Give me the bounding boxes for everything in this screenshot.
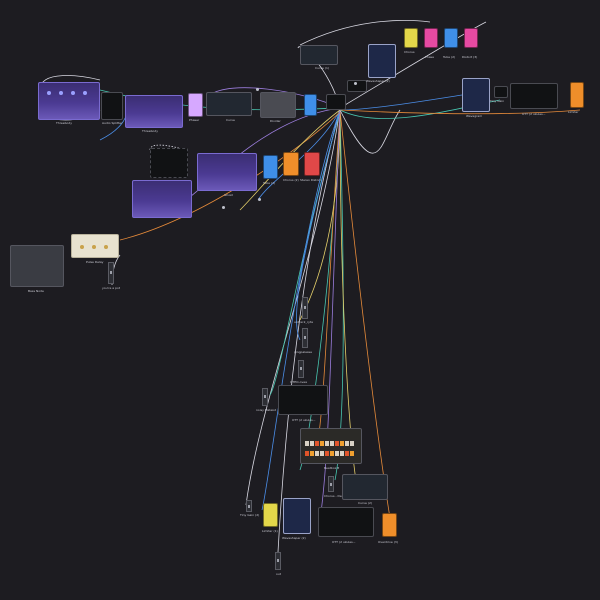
cable	[334, 111, 344, 481]
stereo-distortion-label: Stereo Distort	[300, 178, 321, 182]
overdrive-low-label: Overdrive (3)	[378, 540, 398, 544]
util-fader-3[interactable]	[298, 360, 304, 378]
overdrive-pedal-low[interactable]	[382, 513, 397, 537]
jack[interactable]	[256, 88, 259, 91]
phaser-pedal[interactable]	[188, 93, 203, 117]
ott-top-label: OTT (2 ukules...	[522, 112, 546, 116]
phase-pedal-top[interactable]	[424, 28, 438, 48]
tiny-gain-low-label: Tiny Gain (2)	[240, 513, 260, 517]
phaser-label: Phaser	[189, 118, 200, 122]
curve-module[interactable]	[206, 92, 252, 116]
curve-low-module[interactable]	[342, 474, 388, 500]
cable	[339, 94, 463, 111]
waveshaper-low-label: Waveshaper (2)	[282, 536, 306, 540]
noisy-fader[interactable]	[262, 388, 268, 406]
jack[interactable]	[354, 82, 357, 85]
blue-pedal-top[interactable]	[304, 94, 317, 116]
curve-top-label: Curve (1)	[315, 66, 330, 70]
beatbox-module[interactable]	[300, 428, 362, 464]
ott-mid-label: OTT (2 ukules...	[292, 418, 316, 422]
pot-label: you're a pot	[102, 286, 121, 290]
tube-top-label: Tube (2)	[443, 55, 456, 59]
chorus-low-label: Chorus - De...	[324, 494, 345, 498]
util-label-2: pingpalesse	[294, 350, 312, 354]
bass-node-module[interactable]	[10, 245, 64, 287]
wavegram-label: Wavegram	[466, 114, 483, 118]
threebody-label-1: Threebody	[56, 121, 73, 125]
limiter-low-label: Limiter (1)	[262, 529, 278, 533]
tiny-gain-label: Tiny Gain	[490, 99, 505, 103]
output-fader[interactable]	[275, 552, 281, 570]
tiny-gain-top[interactable]	[494, 86, 508, 98]
waveshaper-top[interactable]	[368, 44, 396, 78]
chorus-pedal-top[interactable]	[404, 28, 418, 48]
limiter-pedal-top[interactable]	[570, 82, 584, 108]
ott-mid-module[interactable]	[278, 385, 328, 415]
threebody-module-1[interactable]	[38, 82, 100, 120]
cable	[299, 109, 341, 321]
tiny-gain-low-fader[interactable]	[246, 500, 252, 512]
pulse-delay-module[interactable]	[71, 234, 119, 258]
phase-top-label: Phase	[425, 55, 434, 59]
ghost-module-2[interactable]	[132, 180, 192, 218]
chorus-top-label: Chorus	[404, 50, 415, 54]
beatbox-label: Beatbox 8	[324, 466, 340, 470]
ott-low-label: OTT (2 ukules...	[332, 540, 356, 544]
util-fader-2[interactable]	[302, 328, 308, 348]
divider-module[interactable]	[260, 92, 296, 118]
distortion-top-label: Distort (3)	[462, 55, 478, 59]
threebody-label-2: Threebody	[142, 129, 159, 133]
jack[interactable]	[222, 206, 225, 209]
cable	[339, 109, 401, 154]
output-label: out	[276, 572, 281, 576]
tube-pedal-top[interactable]	[444, 28, 458, 48]
waveshaper-top-label: Waveshaper (2)	[366, 79, 390, 83]
pot-fader[interactable]	[108, 262, 114, 284]
jack[interactable]	[258, 198, 261, 201]
curve-module-top[interactable]	[300, 45, 338, 65]
audio-splitter-module[interactable]	[101, 92, 123, 120]
waveshaper-low-module[interactable]	[283, 498, 311, 534]
pulse-delay-label: Pulse Delay	[86, 260, 104, 264]
chorus-pedal-mid[interactable]	[283, 152, 299, 176]
noisy-label: noisy Mateist	[256, 408, 276, 412]
audio-hub[interactable]	[326, 94, 346, 110]
ott-low-module[interactable]	[318, 507, 374, 537]
limiter-pedal-low[interactable]	[263, 503, 278, 527]
bass-node-label: Bass Node	[28, 289, 44, 293]
util-label-1: untrack_ryta	[294, 320, 313, 324]
ghost-label: Ghost	[224, 193, 233, 197]
util-label-3: OTEO-ovea	[290, 380, 307, 384]
limiter-top-label: Limiter	[568, 110, 579, 114]
chorus-low-fader[interactable]	[328, 476, 334, 492]
divider-label: Divider	[270, 119, 281, 123]
tube-pedal-mid[interactable]	[263, 155, 278, 179]
curve-low-label: Curve (2)	[358, 501, 373, 505]
threebody-module-2[interactable]	[125, 95, 183, 128]
ghost-module[interactable]	[197, 153, 257, 191]
cable	[339, 109, 393, 531]
util-fader-1[interactable]	[302, 297, 308, 319]
distortion-pedal-top[interactable]	[464, 28, 478, 48]
audio-splitter-label: Audio Splitter	[102, 121, 123, 125]
rack-module-mid[interactable]	[150, 148, 188, 178]
tube-mid-label: Tube (1)	[263, 181, 276, 185]
curve-label: Curve	[226, 118, 235, 122]
chorus-mid-label: Chorus (2)	[283, 178, 299, 182]
wavegram-module[interactable]	[462, 78, 490, 112]
stereo-distortion-pedal[interactable]	[304, 152, 320, 176]
small-util-top[interactable]	[347, 80, 367, 92]
ott-top-module[interactable]	[510, 83, 558, 109]
